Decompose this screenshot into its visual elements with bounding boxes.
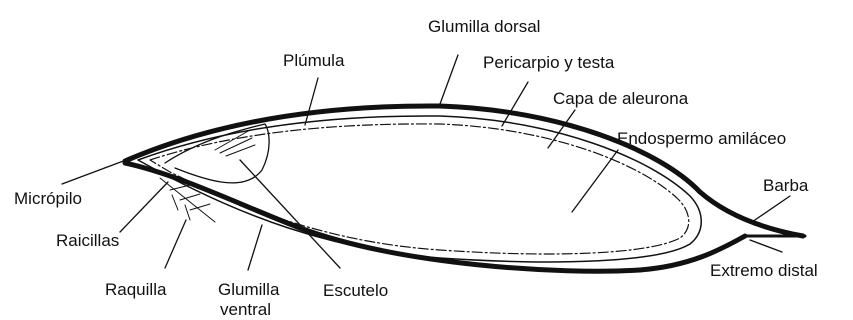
label-glumilla-ventral-line2: ventral	[220, 300, 271, 319]
label-micropilo: Micrópilo	[14, 189, 82, 208]
leader-glumilla-ventral	[248, 225, 262, 270]
leader-endospermo	[572, 150, 618, 212]
leader-escutelo	[240, 160, 340, 268]
awn-outline	[700, 192, 805, 236]
label-extremo-distal: Extremo distal	[710, 261, 818, 280]
aleurone-line	[150, 124, 689, 254]
leader-glumilla-dorsal	[440, 55, 458, 104]
leader-barba	[752, 196, 790, 222]
leader-raquilla	[165, 220, 186, 268]
label-plumula: Plúmula	[283, 51, 345, 70]
label-glumilla-dorsal: Glumilla dorsal	[428, 17, 540, 36]
leader-plumula	[305, 78, 318, 125]
leader-pericarpio	[502, 82, 528, 126]
label-endospermo: Endospermo amiláceo	[617, 129, 786, 148]
label-barba: Barba	[763, 176, 809, 195]
leader-raicillas	[120, 182, 168, 232]
label-raicillas: Raicillas	[56, 231, 119, 250]
label-escutelo: Escutelo	[323, 281, 388, 300]
leader-extremo-distal	[750, 240, 782, 252]
label-pericarpio-testa: Pericarpio y testa	[483, 53, 615, 72]
label-glumilla-ventral-line1: Glumilla	[218, 280, 280, 299]
label-capa-aleurona: Capa de aleurona	[553, 89, 689, 108]
leader-micropilo	[62, 160, 126, 184]
label-raquilla: Raquilla	[105, 280, 167, 299]
plumule-sketch	[215, 130, 255, 156]
